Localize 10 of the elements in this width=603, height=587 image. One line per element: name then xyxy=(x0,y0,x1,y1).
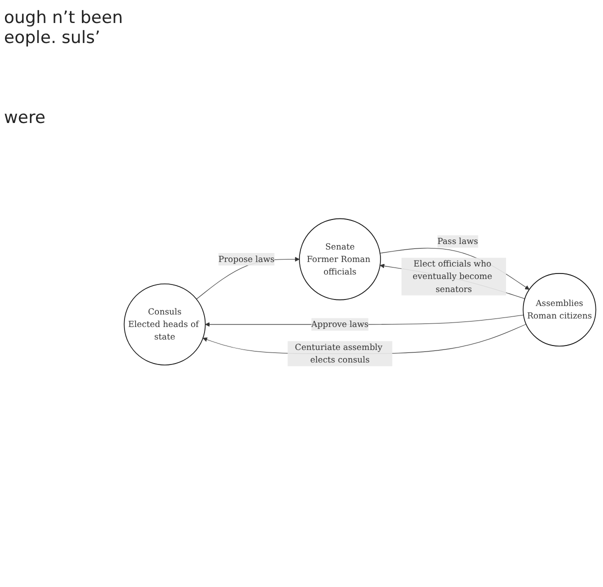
edge-label: Pass laws xyxy=(437,236,478,246)
edge-label: Elect officials who eventually become senators xyxy=(412,258,492,294)
node-circle: Assemblies Roman citizens xyxy=(522,273,596,346)
edge-label: Centuriate assembly elects consuls xyxy=(294,342,382,365)
node-circle: Senate Former Roman officials xyxy=(299,218,381,300)
paragraph-text: ough n’t been eople. suls’ xyxy=(4,8,124,48)
edge-label: Propose laws xyxy=(218,254,275,264)
node-circle: Consuls Elected heads of state xyxy=(124,283,206,366)
paragraph-text: were xyxy=(4,108,46,128)
edge-label: Approve laws xyxy=(311,319,369,330)
